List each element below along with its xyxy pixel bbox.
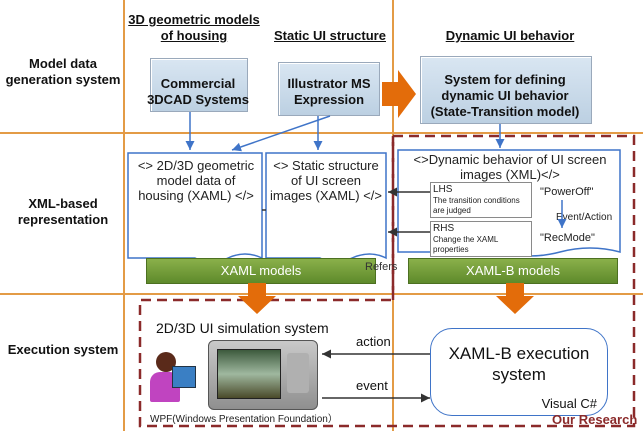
lhs-text: The transition conditions are judged [433, 196, 520, 215]
behavior-system-label: System for defining dynamic UI behavior … [430, 72, 580, 119]
row-label-execution: Execution system [7, 342, 119, 357]
wpf-label: WPF(Windows Presentation Foundation） [150, 414, 338, 425]
dynamic-doc-text: <>Dynamic behavior of UI screen images (… [413, 152, 607, 182]
rhs-title: RHS [433, 223, 455, 234]
orange-down-arrow-right [496, 283, 534, 314]
camera-screen [217, 349, 281, 399]
row-label-generation: Model data generation system [5, 56, 121, 87]
lhs-title: LHS [433, 184, 453, 195]
geom-doc-text: <> 2D/3D geometric model data of housing… [137, 158, 255, 203]
orange-right-arrow [382, 70, 416, 118]
illustrator-label: Illustrator MS Expression [287, 76, 371, 107]
lhs-box: LHS The transition conditions are judged [430, 182, 532, 218]
execution-engine-box: XAML-B execution system Visual C# [430, 328, 608, 416]
camera-device [208, 340, 318, 410]
column-divider-1 [123, 0, 125, 431]
user-icon [146, 352, 196, 406]
xamlb-models-bar: XAML-B models [408, 258, 618, 284]
cad-label: Commercial 3DCAD Systems [147, 76, 249, 107]
behavior-system-screenshot [420, 56, 592, 124]
sim-title: 2D/3D UI simulation system [156, 320, 329, 336]
refers-label: Refers [365, 261, 398, 273]
row-label-xml: XML-based representation [17, 196, 109, 227]
column-header-geometric: 3D geometric models of housing [128, 12, 260, 43]
rhs-box: RHS Change the XAML properties [430, 221, 532, 257]
action-label: action [356, 334, 391, 349]
visual-csharp-label: Visual C# [541, 396, 597, 411]
camera-buttons [287, 353, 309, 393]
orange-down-arrow-left [238, 283, 276, 314]
row-divider-2 [0, 293, 643, 295]
event-action-label: Event/Action [556, 212, 613, 223]
row-divider-1 [0, 132, 643, 134]
our-research-label: Our Research [552, 412, 638, 427]
illustrator-screenshot [278, 62, 380, 116]
column-header-dynamic: Dynamic UI behavior [445, 28, 575, 43]
xaml-models-bar: XAML models [146, 258, 376, 284]
column-header-static: Static UI structure [274, 28, 386, 43]
static-doc-text: <> Static structure of UI screen images … [270, 158, 382, 203]
event-label: event [356, 378, 388, 393]
cad-screenshot [150, 58, 248, 112]
engine-label: XAML-B execution system [448, 344, 590, 384]
rhs-text: Change the XAML properties [433, 235, 499, 254]
state-poweroff: "PowerOff" [540, 186, 594, 198]
state-recmode: "RecMode" [540, 232, 595, 244]
